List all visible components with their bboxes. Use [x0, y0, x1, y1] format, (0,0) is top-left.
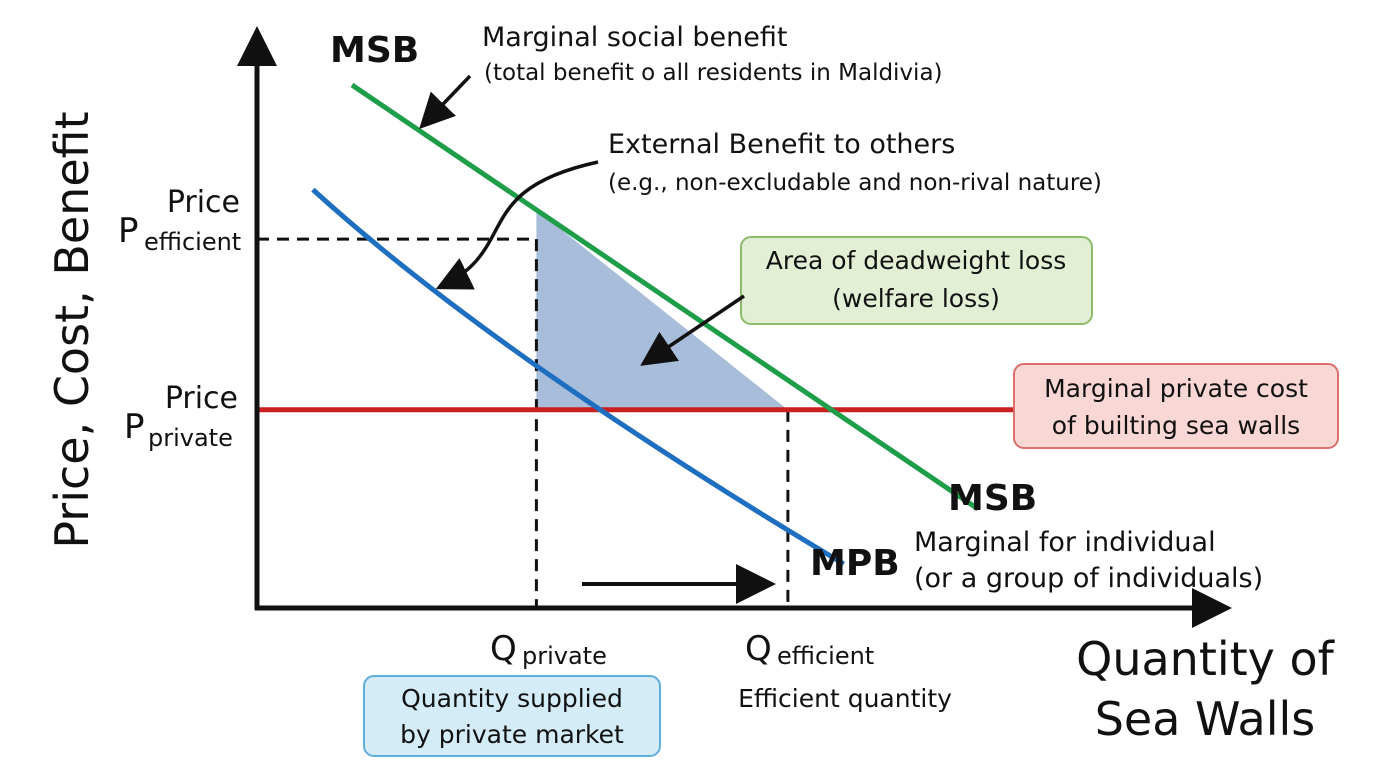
mpc-note-box: Marginal private cost of builting sea wa…	[1013, 363, 1339, 449]
x-tick-private-sub: private	[522, 642, 607, 670]
msb-top-label: MSB	[330, 30, 419, 71]
x-axis-label-line2: Sea Walls	[1095, 692, 1316, 746]
y-tick-private-sup: Price	[165, 381, 238, 416]
x-tick-efficient-main: Q	[745, 629, 772, 669]
mpb-note-line2: (or a group of individuals)	[914, 563, 1263, 594]
external-benefit-arrow	[435, 160, 599, 290]
msb-line	[350, 82, 980, 511]
y-axis-label: Price, Cost, Benefit	[45, 111, 99, 548]
y-tick-efficient: Price P efficient	[118, 185, 241, 256]
msb-note-subtitle: (total benefit o all residents in Maldiv…	[484, 60, 943, 86]
private-quantity-line1: Quantity supplied	[401, 684, 623, 713]
x-tick-efficient: Q efficient Efficient quantity	[738, 629, 952, 713]
y-tick-private-main: P	[124, 407, 145, 447]
deadweight-note-bg	[740, 236, 1093, 325]
mpc-note-line1: Marginal private cost	[1044, 374, 1308, 403]
msb-end-label: MSB	[948, 478, 1037, 519]
deadweight-note-line2: (welfare loss)	[832, 284, 1000, 313]
x-axis-label-line1: Quantity of	[1076, 632, 1336, 686]
deadweight-note-line1: Area of deadweight loss	[766, 246, 1067, 275]
y-tick-private-sub: private	[148, 424, 233, 452]
y-tick-private: Price P private	[124, 381, 238, 452]
x-tick-private: Q private	[490, 629, 607, 670]
mpb-note-line1: Marginal for individual	[914, 527, 1216, 558]
msb-note-title: Marginal social benefit	[482, 22, 787, 53]
x-tick-efficient-caption: Efficient quantity	[738, 684, 952, 713]
deadweight-loss-area	[536, 209, 788, 410]
external-benefit-title: External Benefit to others	[608, 129, 955, 160]
mpb-curve	[311, 187, 846, 567]
mpc-note-line2: of builting sea walls	[1052, 411, 1300, 440]
deadweight-note-arrow	[640, 294, 745, 366]
msb-note-arrow	[419, 74, 472, 130]
deadweight-note-box: Area of deadweight loss (welfare loss)	[740, 236, 1093, 325]
mpc-note-bg	[1013, 363, 1339, 449]
external-benefit-subtitle: (e.g., non-excludable and non-rival natu…	[608, 170, 1102, 196]
x-tick-private-main: Q	[490, 629, 517, 669]
private-quantity-box: Quantity supplied by private market	[363, 675, 661, 757]
private-quantity-box-bg	[363, 675, 661, 757]
y-tick-efficient-sup: Price	[167, 185, 240, 220]
private-quantity-line2: by private market	[400, 720, 624, 749]
mpb-end-label: MPB	[810, 543, 900, 584]
y-tick-efficient-sub: efficient	[144, 228, 241, 256]
x-tick-efficient-sub: efficient	[777, 642, 874, 670]
y-tick-efficient-main: P	[118, 211, 139, 251]
